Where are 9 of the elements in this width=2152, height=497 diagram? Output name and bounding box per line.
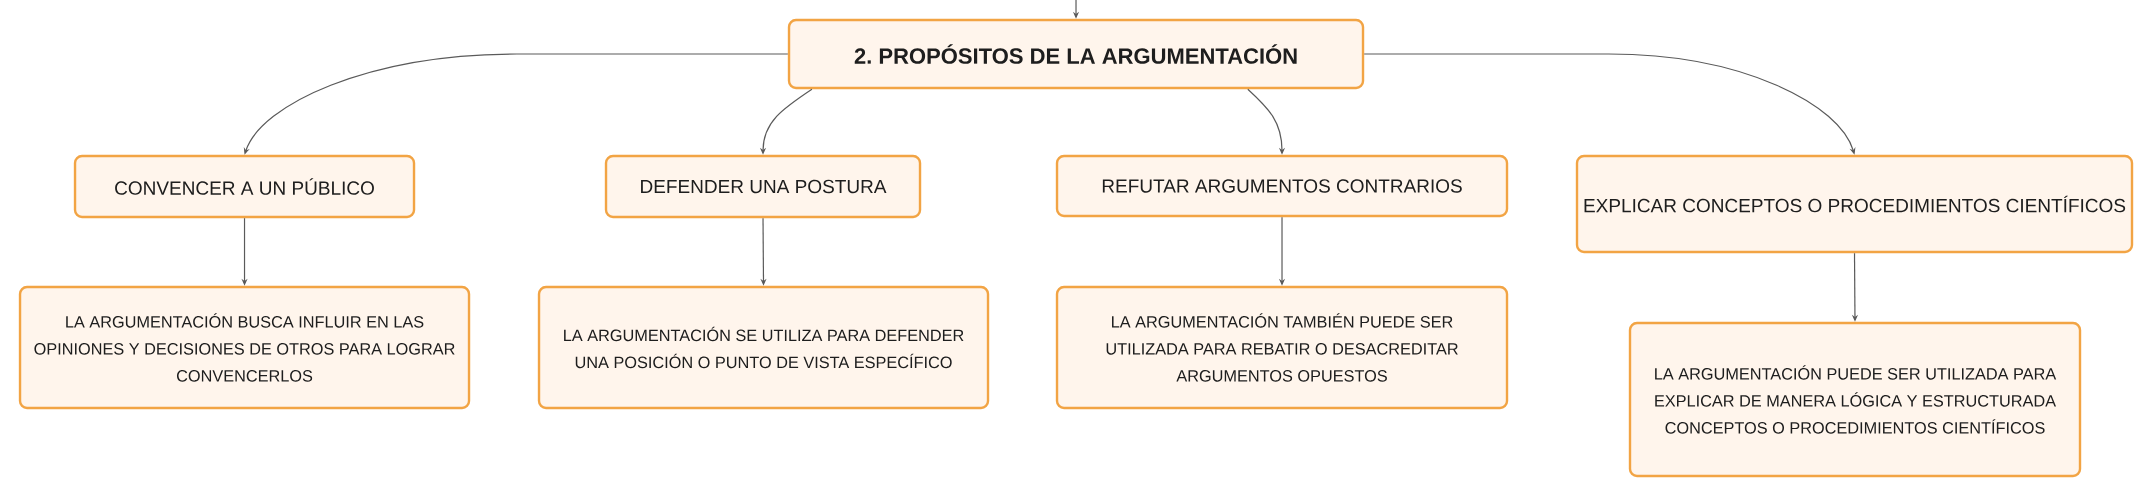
main-topic-box: 2. PROPÓSITOS DE LA ARGUMENTACIÓN (787, 18, 1365, 90)
subtopic-box: EXPLICAR CONCEPTOS O PROCEDIMIENTOS CIENTÍFICOS (1575, 154, 2134, 254)
description-box: LA ARGUMENTACIÓN BUSCA INFLUIR EN LAS OPINIONES Y DECISIONES DE OTROS PARA LOGRAR CONVENCERLOS (18, 285, 471, 410)
subtopic-box: REFUTAR ARGUMENTOS CONTRARIOS (1055, 154, 1509, 218)
description-box: LA ARGUMENTACIÓN TAMBIÉN PUEDE SER UTILIZADA PARA REBATIR O DESACREDITAR ARGUMENTOS OPUESTOS (1055, 285, 1509, 410)
subtopic-box: DEFENDER UNA POSTURA (604, 154, 922, 219)
subtopic-box: CONVENCER A UN PÚBLICO (73, 154, 416, 219)
description-box: LA ARGUMENTACIÓN SE UTILIZA PARA DEFENDER UNA POSICIÓN O PUNTO DE VISTA ESPECÍFICO (537, 285, 990, 410)
description-box: LA ARGUMENTACIÓN PUEDE SER UTILIZADA PARA EXPLICAR DE MANERA LÓGICA Y ESTRUCTURADA CONCEPTOS O PROCEDIMIENTOS CIENTÍFICOS (1628, 321, 2082, 478)
